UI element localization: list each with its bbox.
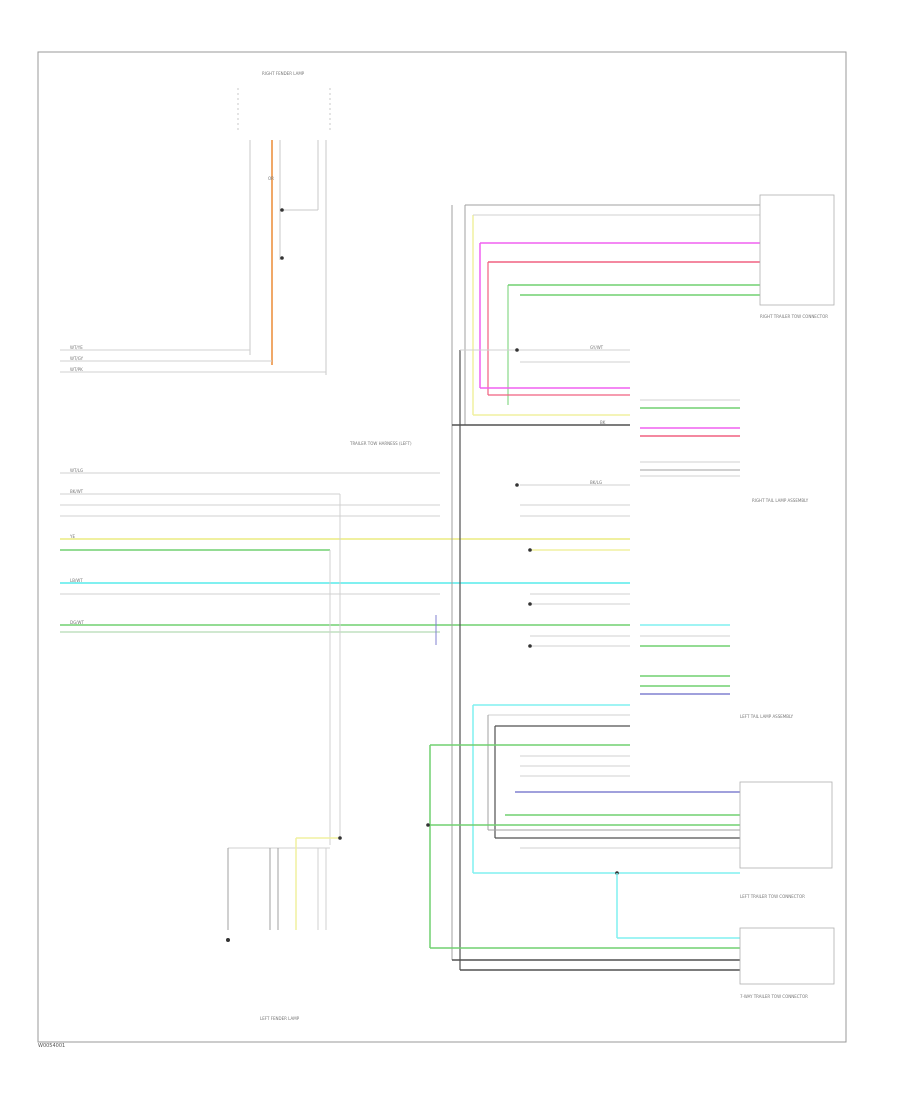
wire-label: DG/WT — [70, 620, 84, 625]
wire-label: BK/WT — [70, 489, 84, 494]
label-trailer-tow-harness-left: TRAILER TOW HARNESS (LEFT) — [349, 441, 412, 446]
diagram-frame — [37, 51, 847, 1043]
label-7way-trailer-tow-connector: 7-WAY TRAILER TOW CONNECTOR — [740, 994, 808, 999]
wire-label: GY/WT — [590, 345, 604, 350]
top-connector-group — [237, 88, 331, 375]
tail-lamp-right-wires — [452, 348, 740, 648]
center-trunk-wires — [329, 204, 760, 970]
wire-label: LB/WT — [70, 578, 83, 583]
wire-label: WT/PK — [70, 367, 83, 372]
label-right-trailer-tow-connector: RIGHT TRAILER TOW CONNECTOR — [760, 314, 828, 319]
wire-label: BK/LG — [590, 480, 602, 485]
label-right-fender-lamp: RIGHT FENDER LAMP — [262, 71, 305, 76]
label-left-tail-lamp-assembly: LEFT TAIL LAMP ASSEMBLY — [740, 714, 794, 719]
wire-label: WT/GY — [70, 356, 84, 361]
bottom-left-connector-group — [226, 836, 342, 942]
left-tail-lamp-wires — [640, 624, 730, 695]
right-trailer-tow-wires — [480, 194, 835, 306]
left-harness-wires — [60, 349, 630, 645]
figure-tag: W0054001 — [38, 1043, 66, 1049]
wire-labels: WT/YE WT/GY WT/PK WT/LG BK/WT YE LB/WT D… — [69, 176, 606, 625]
wire-label: BK — [600, 420, 606, 425]
wire-label: WT/YE — [70, 345, 83, 350]
label-left-trailer-tow-connector: LEFT TRAILER TOW CONNECTOR — [740, 894, 805, 899]
connector-labels: RIGHT TRAILER TOW CONNECTOR TRAILER TOW … — [260, 71, 828, 1021]
wire-label: OR — [268, 176, 274, 181]
label-left-fender-lamp: LEFT FENDER LAMP — [260, 1016, 300, 1021]
label-right-tail-lamp-assembly: RIGHT TAIL LAMP ASSEMBLY — [752, 498, 809, 503]
wire-label: YE — [69, 534, 75, 539]
left-trailer-tow-wires — [426, 704, 835, 985]
wire-label: WT/LG — [70, 468, 83, 473]
